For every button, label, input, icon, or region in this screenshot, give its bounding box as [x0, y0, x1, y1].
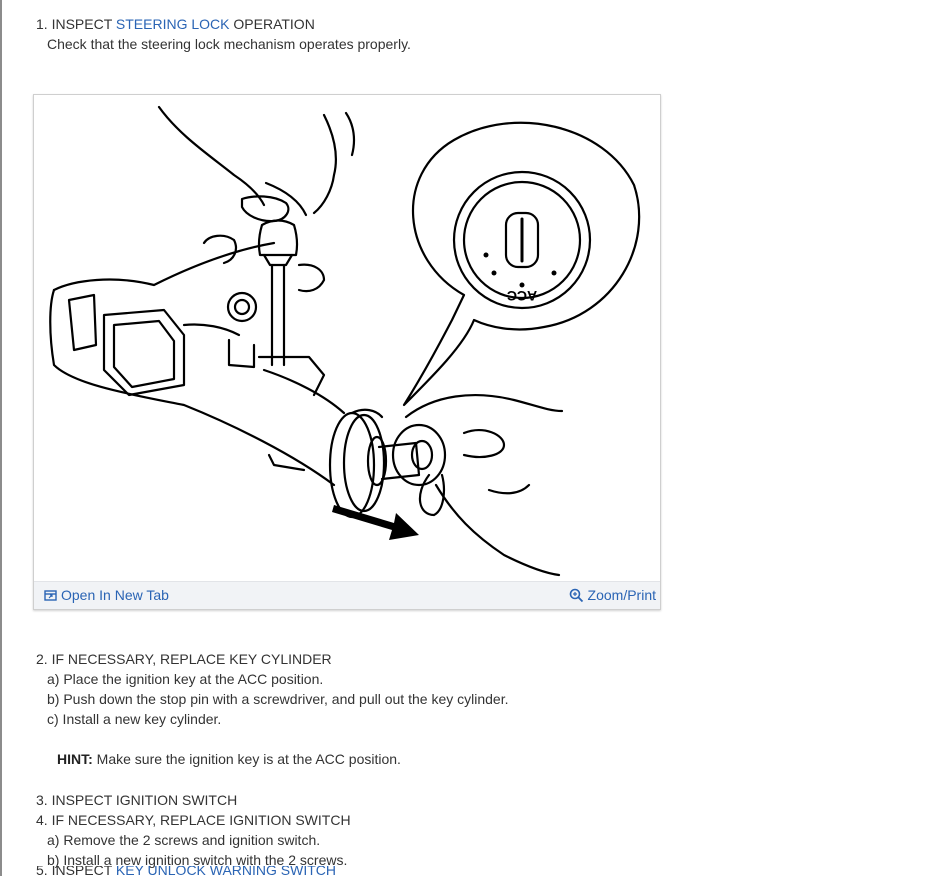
step-4a: a) Remove the 2 screws and ignition swit…	[47, 832, 321, 848]
figure-container: ACC Open In New Tab Zoom/Print	[33, 94, 661, 610]
open-new-tab-button[interactable]: Open In New Tab	[44, 587, 169, 603]
step-5-partial: 5. INSPECT KEY UNLOCK WARNING SWITCH	[36, 866, 336, 876]
step-2c: c) Install a new key cylinder.	[47, 711, 222, 727]
acc-label: ACC	[507, 288, 537, 304]
step-1-prefix: INSPECT	[51, 16, 113, 32]
hint-label: HINT:	[57, 751, 93, 767]
steering-lock-illustration: ACC	[49, 105, 641, 577]
hint-line: HINT: Make sure the ignition key is at t…	[36, 749, 508, 769]
key-unlock-warning-switch-link[interactable]: KEY UNLOCK WARNING SWITCH	[115, 866, 337, 876]
step-2-heading: 2. IF NECESSARY, REPLACE KEY CYLINDER	[36, 651, 332, 667]
step-4b: b) Install a new ignition switch with th…	[47, 852, 348, 868]
zoom-print-button[interactable]: Zoom/Print	[569, 587, 656, 603]
spacer	[36, 729, 508, 749]
step-2a: a) Place the ignition key at the ACC pos…	[47, 671, 324, 687]
step-1-block: 1. INSPECT STEERING LOCK OPERATION Check…	[36, 14, 916, 54]
step-3-4-block: 3. INSPECT IGNITION SWITCH 4. IF NECESSA…	[36, 790, 351, 870]
open-new-tab-icon	[44, 589, 57, 601]
hint-text: Make sure the ignition key is at the ACC…	[96, 751, 401, 767]
open-new-tab-label: Open In New Tab	[61, 587, 169, 603]
step-3-heading: 3. INSPECT IGNITION SWITCH	[36, 792, 238, 808]
step-5-prefix: 5. INSPECT	[36, 866, 112, 876]
step-5-heading: 5. INSPECT KEY UNLOCK WARNING SWITCH	[36, 866, 336, 876]
step-1-description: Check that the steering lock mechanism o…	[47, 36, 411, 52]
step-1-number: 1.	[36, 16, 48, 32]
page-left-border	[0, 0, 2, 876]
zoom-icon	[569, 588, 583, 602]
step-1-suffix: OPERATION	[233, 16, 315, 32]
zoom-print-label: Zoom/Print	[587, 587, 656, 603]
steering-lock-link[interactable]: STEERING LOCK	[115, 16, 230, 32]
step-4-heading: 4. IF NECESSARY, REPLACE IGNITION SWITCH	[36, 812, 351, 828]
step-2-block: 2. IF NECESSARY, REPLACE KEY CYLINDER a)…	[36, 649, 508, 769]
figure-toolbar: Open In New Tab Zoom/Print	[34, 581, 660, 609]
step-2b: b) Push down the stop pin with a screwdr…	[47, 691, 509, 707]
step-1-heading: 1. INSPECT STEERING LOCK OPERATION	[36, 14, 916, 34]
